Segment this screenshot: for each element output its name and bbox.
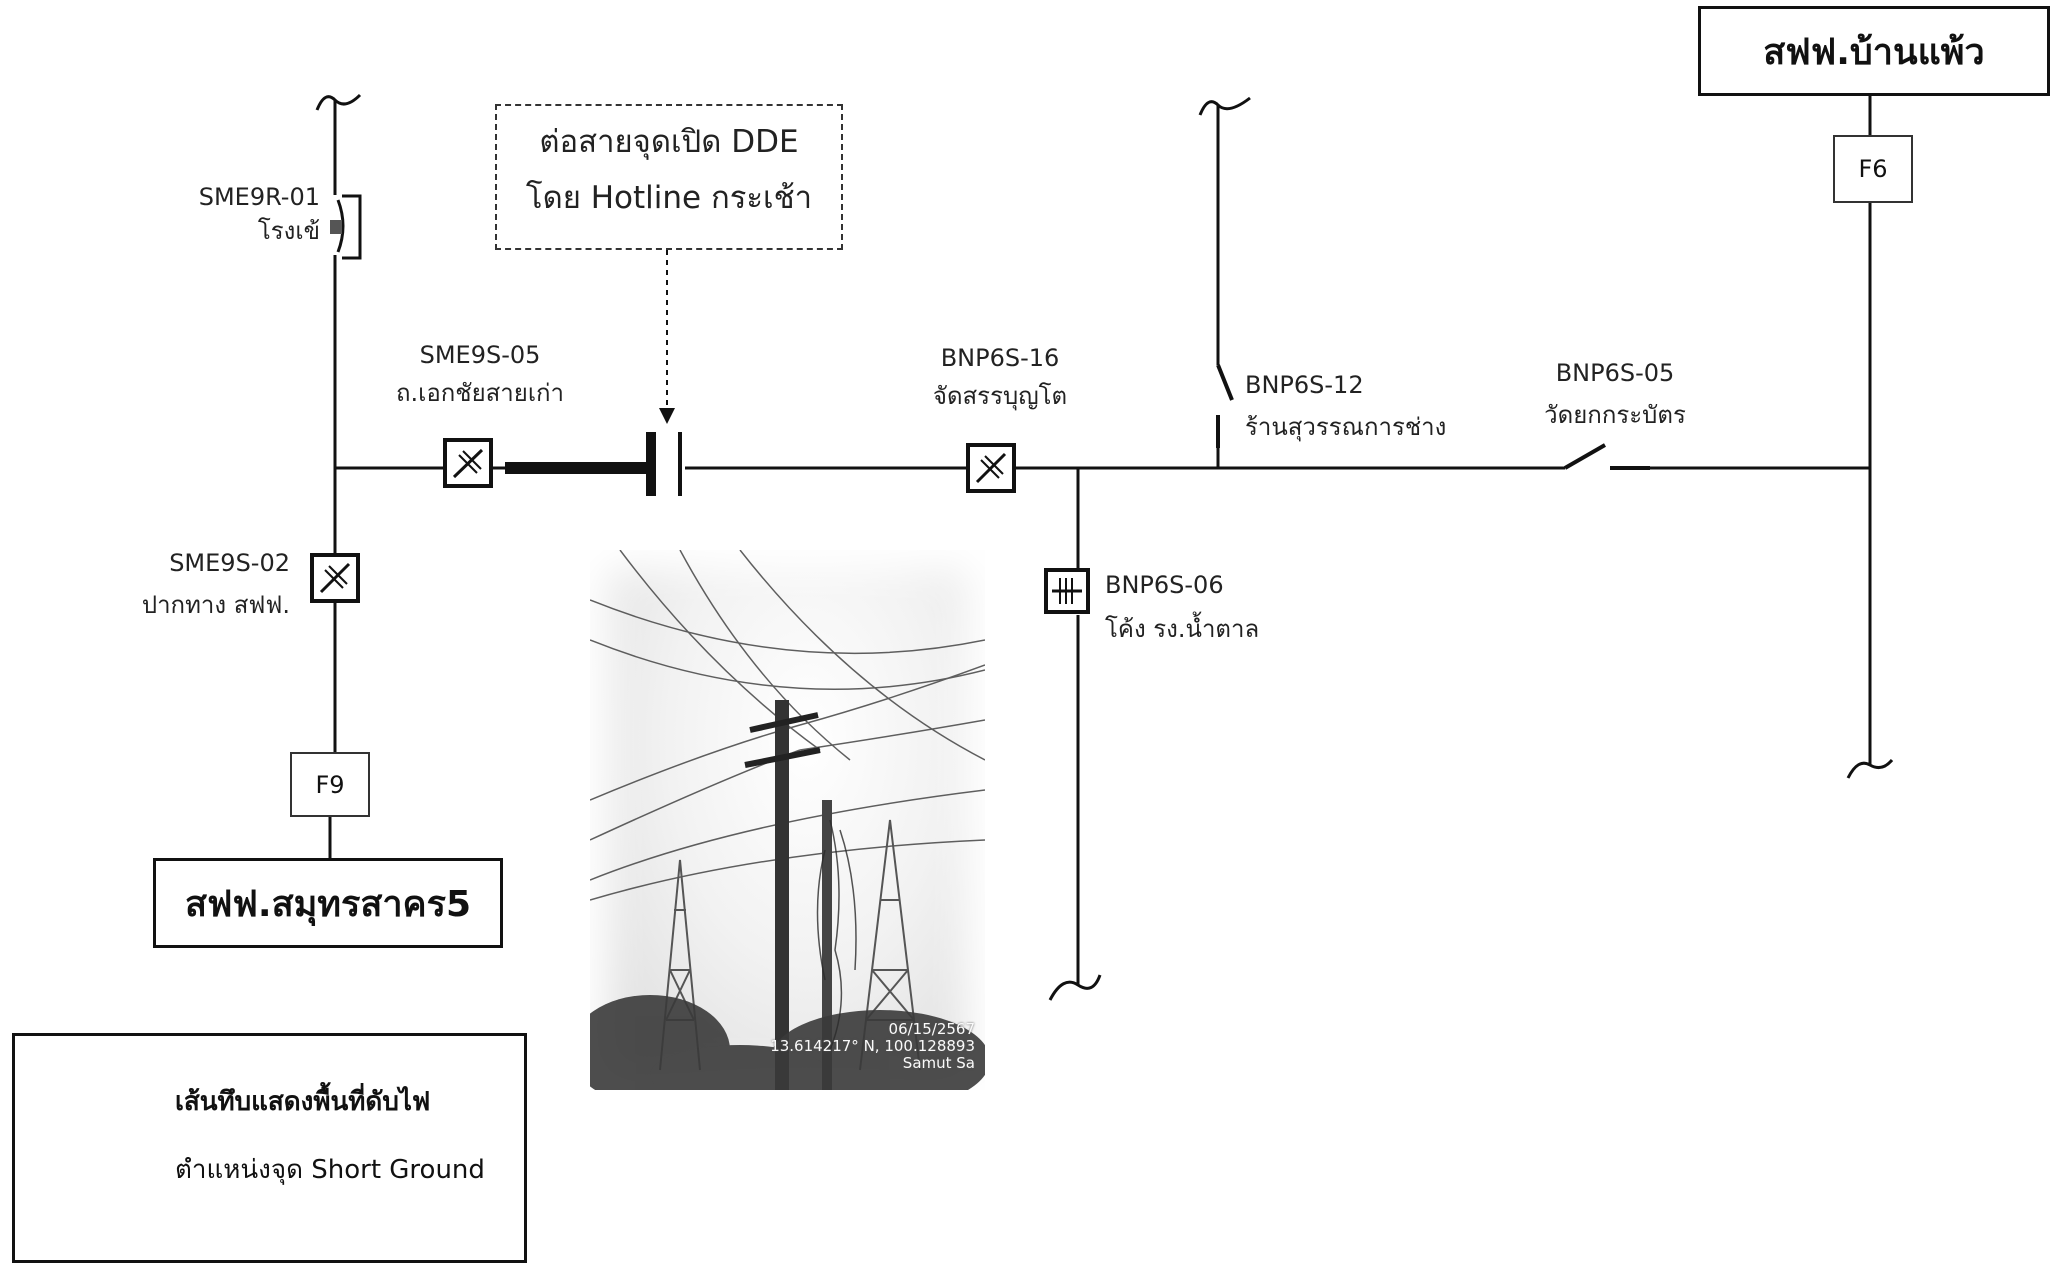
legend-outage-label: เส้นทึบแสดงพื้นที่ดับไฟ	[175, 1087, 431, 1117]
device-name: วัดยกกระบัตร	[1544, 401, 1686, 429]
device-label-sme9s-05: SME9S-05 ถ.เอกชัยสายเก่า	[360, 340, 600, 408]
switch-sme9s-05[interactable]	[430, 438, 505, 488]
outage-thick-line	[505, 462, 650, 474]
device-code: BNP6S-06	[1105, 571, 1224, 599]
device-code: SME9R-01	[198, 183, 320, 211]
open-point-bar	[678, 432, 682, 496]
continuation-symbol	[1846, 758, 1894, 779]
photo-stamp-place: Samut Sa	[902, 1054, 975, 1072]
continuation-symbol	[1048, 974, 1102, 1001]
device-name: ปากทาง สฟฟ.	[141, 591, 290, 619]
photo-stamp-date: 06/15/2567	[888, 1020, 975, 1038]
device-name: ถ.เอกชัยสายเก่า	[395, 379, 565, 407]
device-code: BNP6S-12	[1245, 371, 1364, 399]
switch-bnp6s-16[interactable]	[945, 443, 1035, 493]
feeder-label-right: F6	[1858, 155, 1888, 183]
field-photo: 06/15/2567 13.614217° N, 100.128893 Samu…	[590, 550, 985, 1090]
continuation-symbol	[1198, 96, 1251, 116]
continuation-symbol	[315, 93, 362, 111]
device-label-bnp6s-12: BNP6S-12 ร้านสุวรรณการช่าง	[1245, 370, 1505, 442]
note-arrow-head	[659, 408, 675, 424]
note-line-1: ต่อสายจุดเปิด DDE	[539, 124, 799, 160]
device-label-bnp6s-16: BNP6S-16 จัดสรรบุญโต	[880, 343, 1120, 411]
switch-bnp6s-06[interactable]	[1044, 568, 1090, 614]
hotline-note-box: ต่อสายจุดเปิด DDE โดย Hotline กระเช้า	[495, 104, 843, 250]
feeder-box-left: F9	[290, 752, 370, 817]
feeder-box-right: F6	[1833, 135, 1913, 203]
feeder-label-left: F9	[315, 770, 345, 799]
recloser-sme9r-01[interactable]	[330, 194, 362, 260]
device-code: SME9S-05	[419, 341, 541, 369]
disconnector-bnp6s-12[interactable]	[1216, 364, 1234, 448]
station-box-left: สฟฟ.สมุทรสาคร5	[153, 858, 503, 948]
device-label-sme9r-01: SME9R-01 โรงเข้	[150, 182, 320, 246]
station-name-left: สฟฟ.สมุทรสาคร5	[184, 883, 472, 925]
device-name: จัดสรรบุญโต	[932, 382, 1068, 410]
open-point-bar	[646, 432, 656, 496]
device-code: BNP6S-16	[940, 344, 1060, 372]
device-label-sme9s-02: SME9S-02 ปากทาง สฟฟ.	[100, 548, 290, 620]
legend-box: เส้นทึบแสดงพื้นที่ดับไฟ ตำแหน่งจุด Short…	[12, 1033, 527, 1263]
disconnector-bnp6s-05[interactable]	[1564, 443, 1650, 470]
photo-stamp: 06/15/2567 13.614217° N, 100.128893 Samu…	[770, 1021, 975, 1072]
station-name-right: สฟฟ.บ้านแพ้ว	[1763, 31, 1985, 73]
device-name: โรงเข้	[257, 217, 320, 245]
station-box-right: สฟฟ.บ้านแพ้ว	[1698, 6, 2050, 96]
note-line-2: โดย Hotline กระเช้า	[525, 180, 813, 216]
device-name: ร้านสุวรรณการช่าง	[1245, 413, 1447, 441]
switch-sme9s-02[interactable]	[310, 538, 360, 615]
device-name: โค้ง รง.น้ำตาล	[1105, 615, 1260, 643]
device-code: BNP6S-05	[1555, 359, 1675, 387]
device-label-bnp6s-06: BNP6S-06 โค้ง รง.น้ำตาล	[1105, 570, 1345, 644]
device-code: SME9S-02	[169, 549, 290, 577]
legend-ground-label: ตำแหน่งจุด Short Ground	[175, 1155, 485, 1185]
device-label-bnp6s-05: BNP6S-05 วัดยกกระบัตร	[1490, 358, 1740, 430]
photo-stamp-coords: 13.614217° N, 100.128893	[770, 1037, 975, 1055]
